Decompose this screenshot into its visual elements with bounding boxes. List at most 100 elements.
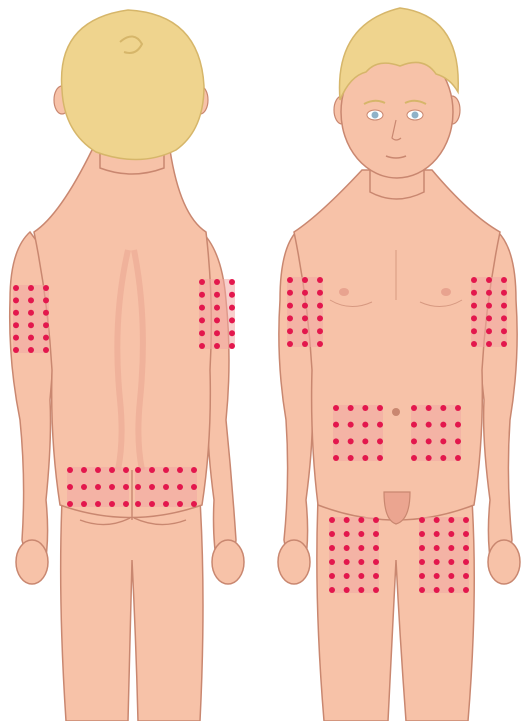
injection-site-dot bbox=[455, 455, 461, 461]
injection-site-dot bbox=[95, 501, 101, 507]
site-grid-halo bbox=[419, 517, 469, 593]
injection-site-dot bbox=[455, 438, 461, 444]
injection-site-dot bbox=[123, 501, 129, 507]
injection-site-dot bbox=[362, 405, 368, 411]
injection-site-dot bbox=[362, 455, 368, 461]
injection-site-dot bbox=[43, 347, 49, 353]
injection-site-dot bbox=[81, 467, 87, 473]
injection-site-dot bbox=[486, 315, 492, 321]
right-iris bbox=[372, 112, 379, 119]
injection-site-dot bbox=[373, 517, 379, 523]
injection-site-dot bbox=[377, 455, 383, 461]
injection-site-dot bbox=[214, 279, 220, 285]
injection-site-dot bbox=[419, 559, 425, 565]
injection-site-dot bbox=[28, 310, 34, 316]
back-legs bbox=[61, 500, 203, 721]
injection-site-dot bbox=[13, 285, 19, 291]
site-grid-halo bbox=[199, 279, 235, 349]
injection-site-dot bbox=[191, 501, 197, 507]
site-grid-back-right-buttock bbox=[135, 467, 197, 507]
injection-site-dot bbox=[486, 277, 492, 283]
injection-site-dot bbox=[302, 290, 308, 296]
injection-site-dot bbox=[411, 422, 417, 428]
injection-site-dot bbox=[43, 335, 49, 341]
injection-site-dot bbox=[501, 315, 507, 321]
injection-site-dot bbox=[501, 341, 507, 347]
injection-site-dot bbox=[344, 587, 350, 593]
injection-site-dot bbox=[317, 328, 323, 334]
injection-site-dot bbox=[471, 303, 477, 309]
injection-site-dot bbox=[373, 573, 379, 579]
injection-site-dot bbox=[344, 531, 350, 537]
injection-site-dot bbox=[329, 587, 335, 593]
injection-site-dot bbox=[348, 455, 354, 461]
injection-site-dot bbox=[177, 484, 183, 490]
injection-site-dot bbox=[463, 531, 469, 537]
injection-site-dot bbox=[199, 343, 205, 349]
injection-site-dot bbox=[333, 455, 339, 461]
injection-site-dot bbox=[287, 277, 293, 283]
injection-site-dot bbox=[426, 422, 432, 428]
injection-site-dot bbox=[455, 405, 461, 411]
injection-site-dot bbox=[199, 317, 205, 323]
injection-site-dot bbox=[329, 531, 335, 537]
injection-site-dot bbox=[123, 484, 129, 490]
injection-site-dot bbox=[229, 343, 235, 349]
injection-site-dot bbox=[28, 285, 34, 291]
injection-site-dot bbox=[163, 501, 169, 507]
injection-site-dot bbox=[486, 341, 492, 347]
injection-site-dot bbox=[471, 277, 477, 283]
injection-site-dot bbox=[317, 303, 323, 309]
injection-site-dot bbox=[440, 422, 446, 428]
injection-site-dot bbox=[463, 517, 469, 523]
site-grid-halo bbox=[333, 405, 383, 461]
injection-site-dot bbox=[109, 467, 115, 473]
injection-site-dot bbox=[471, 341, 477, 347]
site-grid-halo bbox=[411, 405, 461, 461]
injection-site-dot bbox=[229, 279, 235, 285]
injection-site-dot bbox=[13, 297, 19, 303]
left-iris bbox=[412, 112, 419, 119]
site-grid-back-left-buttock bbox=[67, 467, 129, 507]
injection-site-dot bbox=[358, 573, 364, 579]
injection-site-dot bbox=[426, 455, 432, 461]
injection-site-dot bbox=[448, 531, 454, 537]
injection-site-dot bbox=[229, 330, 235, 336]
injection-site-dot bbox=[358, 587, 364, 593]
injection-site-dot bbox=[191, 484, 197, 490]
injection-site-dot bbox=[440, 405, 446, 411]
injection-site-dot bbox=[317, 290, 323, 296]
injection-site-dot bbox=[419, 545, 425, 551]
injection-site-dot bbox=[377, 438, 383, 444]
injection-site-dot bbox=[13, 347, 19, 353]
injection-site-dot bbox=[348, 438, 354, 444]
site-grid-front-right-upper-arm bbox=[287, 277, 323, 347]
injection-site-dot bbox=[214, 343, 220, 349]
injection-site-dot bbox=[229, 292, 235, 298]
injection-site-dot bbox=[67, 501, 73, 507]
injection-site-dot bbox=[81, 501, 87, 507]
injection-site-dot bbox=[362, 438, 368, 444]
injection-site-dot bbox=[434, 587, 440, 593]
injection-site-dot bbox=[287, 303, 293, 309]
site-grid-back-left-upper-arm bbox=[13, 285, 49, 353]
injection-site-dot bbox=[43, 310, 49, 316]
injection-site-dot bbox=[448, 587, 454, 593]
injection-site-dot bbox=[135, 467, 141, 473]
injection-site-dot bbox=[28, 322, 34, 328]
injection-site-dot bbox=[419, 531, 425, 537]
site-grid-front-abdomen-left bbox=[333, 405, 383, 461]
injection-site-dot bbox=[329, 545, 335, 551]
injection-site-dot bbox=[333, 405, 339, 411]
injection-site-dot bbox=[448, 545, 454, 551]
left-nipple bbox=[441, 288, 451, 296]
injection-site-dot bbox=[373, 559, 379, 565]
front-torso bbox=[294, 170, 500, 520]
injection-site-dot bbox=[426, 405, 432, 411]
injection-site-dot bbox=[358, 545, 364, 551]
navel bbox=[392, 408, 400, 416]
injection-site-dot bbox=[214, 330, 220, 336]
injection-site-dot bbox=[302, 315, 308, 321]
injection-site-dot bbox=[13, 335, 19, 341]
injection-site-dot bbox=[434, 559, 440, 565]
